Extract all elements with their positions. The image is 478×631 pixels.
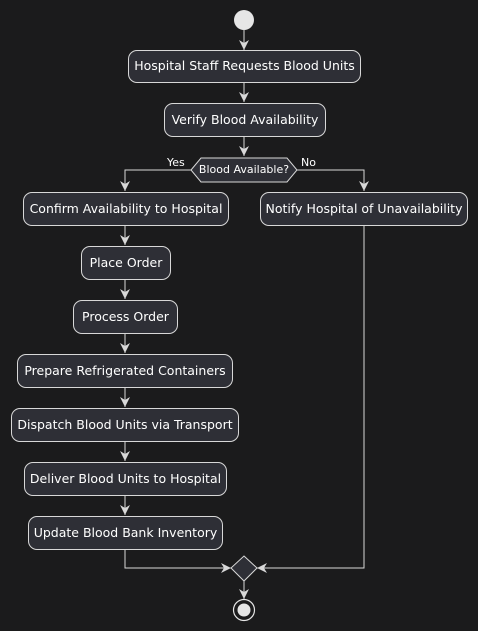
step-verify: Verify Blood Availability xyxy=(164,103,326,137)
end-node-ring xyxy=(232,598,256,622)
edge-update-to-merge xyxy=(124,550,231,573)
edge-no-branch xyxy=(297,169,369,191)
edge-yes-branch xyxy=(120,169,191,191)
step-prepare: Prepare Refrigerated Containers xyxy=(17,354,233,388)
edge-notify-to-merge xyxy=(257,226,365,573)
decision-diamond xyxy=(190,157,298,183)
merge-diamond xyxy=(230,555,258,582)
step-confirm: Confirm Availability to Hospital xyxy=(23,192,229,226)
decision-yes-label: Yes xyxy=(167,156,185,169)
step-request: Hospital Staff Requests Blood Units xyxy=(128,50,361,83)
start-node xyxy=(234,10,254,30)
decision-no-label: No xyxy=(301,156,316,169)
step-place-order: Place Order xyxy=(81,246,171,280)
step-update: Update Blood Bank Inventory xyxy=(28,516,223,550)
step-notify: Notify Hospital of Unavailability xyxy=(260,192,468,226)
step-process-order: Process Order xyxy=(73,300,178,334)
end-node-dot xyxy=(237,603,251,617)
decision-question: Blood Available? xyxy=(198,163,290,176)
step-dispatch: Dispatch Blood Units via Transport xyxy=(11,408,239,442)
step-deliver: Deliver Blood Units to Hospital xyxy=(24,462,227,496)
